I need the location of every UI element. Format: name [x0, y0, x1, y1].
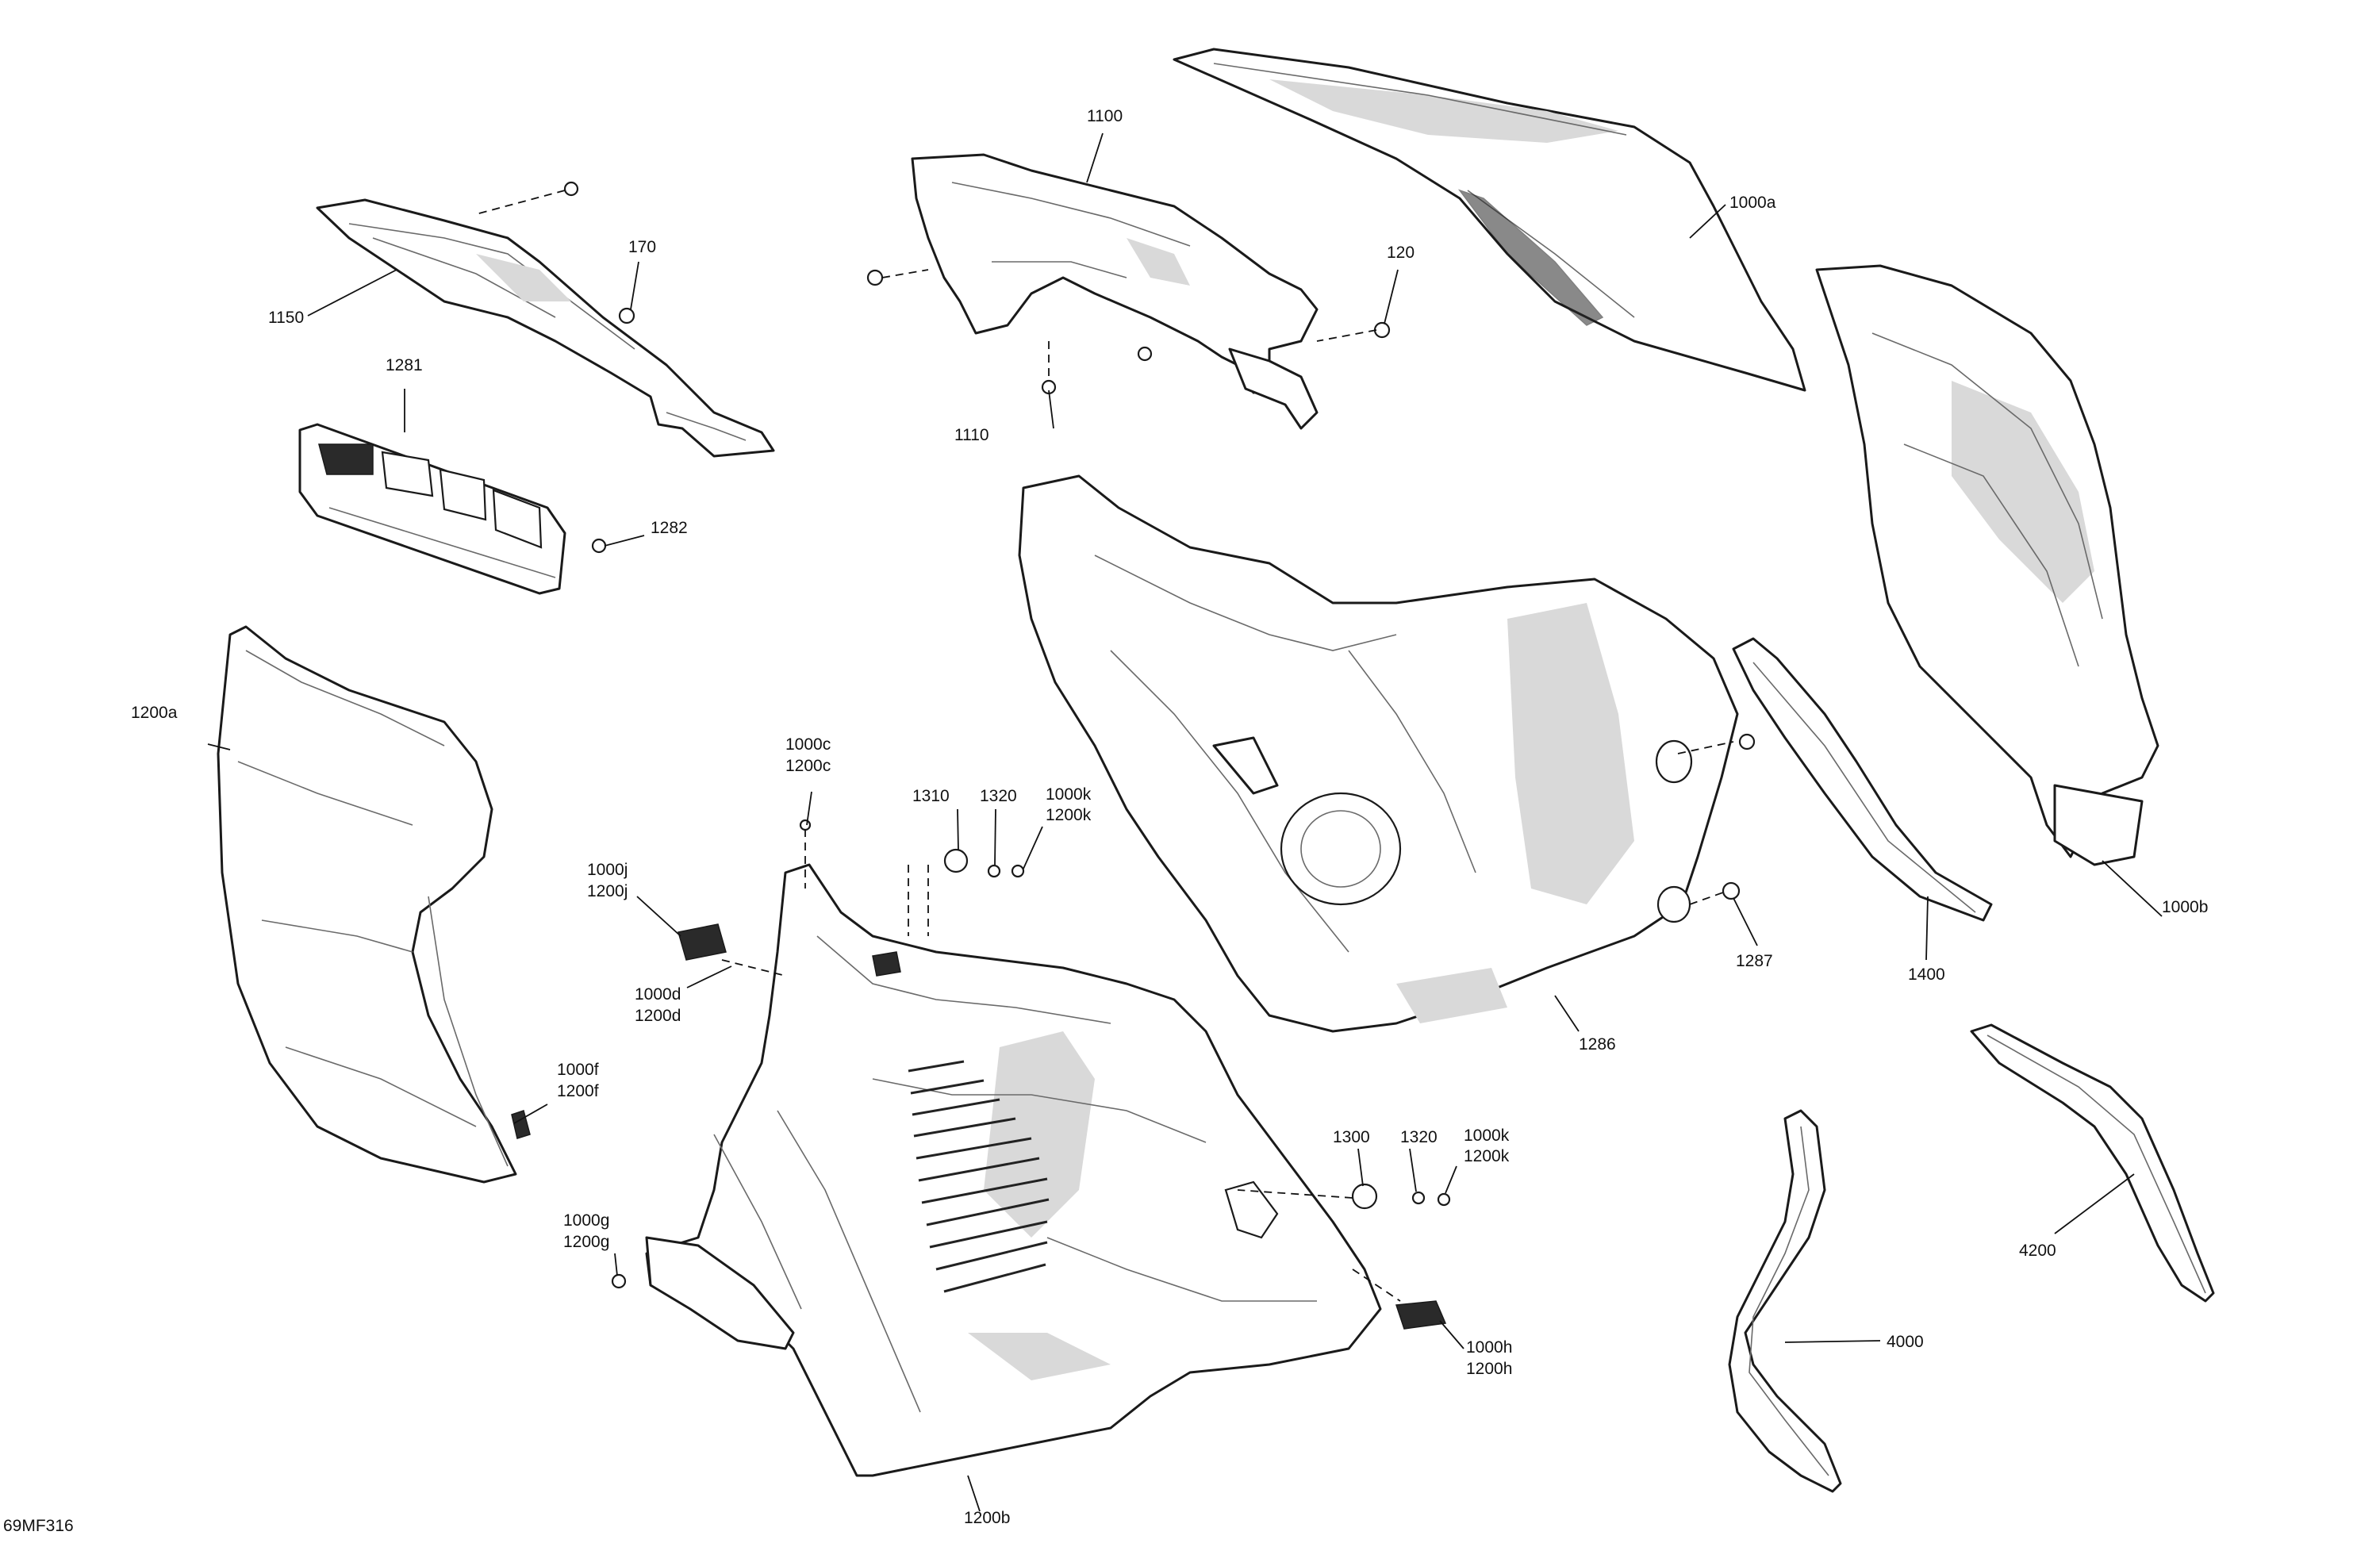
part-1000a-panel	[1173, 48, 1806, 392]
callout-1000c: 1000c	[785, 735, 831, 754]
callout-labels: 1100 1000a 170 120 1150 1281 1110 1282 1…	[131, 107, 2208, 1527]
callout-1200a: 1200a	[131, 704, 178, 722]
part-1150-bracket	[316, 198, 775, 458]
callout-1400: 1400	[1908, 965, 1945, 984]
callout-1200d: 1200d	[635, 1007, 681, 1025]
callout-120: 120	[1387, 244, 1415, 262]
callout-1200k-upper: 1200k	[1046, 806, 1092, 824]
callout-1000j: 1000j	[587, 861, 628, 879]
callout-1000g: 1000g	[563, 1211, 609, 1230]
leader-lines	[207, 132, 2163, 1512]
callout-1320-upper: 1320	[980, 787, 1017, 805]
callout-1200h: 1200h	[1466, 1360, 1512, 1378]
vent-slats	[908, 1060, 1050, 1293]
callout-170: 170	[628, 238, 656, 256]
callout-1200g: 1200g	[563, 1233, 609, 1251]
callout-1287: 1287	[1736, 952, 1773, 970]
callout-1000k-lower: 1000k	[1464, 1127, 1510, 1145]
callout-1200b: 1200b	[964, 1509, 1010, 1527]
callout-1000h: 1000h	[1466, 1338, 1512, 1357]
part-1281-grille	[298, 423, 566, 595]
callout-1000f: 1000f	[557, 1061, 599, 1079]
part-1000b-panel	[1815, 264, 2159, 866]
callout-1310: 1310	[912, 787, 950, 805]
part-1286-panel	[1018, 474, 1739, 1033]
callout-1000k-upper: 1000k	[1046, 785, 1092, 804]
callout-1000b: 1000b	[2162, 898, 2208, 916]
callout-1300: 1300	[1333, 1128, 1370, 1146]
drawing-reference: 69MF316	[3, 1517, 74, 1535]
callout-1282: 1282	[651, 519, 688, 537]
callout-1200k-lower: 1200k	[1464, 1147, 1510, 1165]
callout-1281: 1281	[386, 356, 423, 374]
callout-1200f: 1200f	[557, 1082, 599, 1100]
part-1400-strip	[1732, 637, 1993, 922]
callout-1320-lower: 1320	[1400, 1128, 1438, 1146]
callout-1286: 1286	[1579, 1035, 1616, 1054]
callout-4000: 4000	[1887, 1333, 1924, 1351]
callout-1000a: 1000a	[1729, 194, 1776, 212]
part-4200-bracket	[1970, 1023, 2215, 1303]
callout-1200c: 1200c	[785, 757, 831, 775]
callout-1000d: 1000d	[635, 985, 681, 1004]
part-4000-strip	[1728, 1109, 1842, 1493]
part-1100-bracket	[911, 153, 1319, 430]
callout-1150: 1150	[268, 309, 304, 327]
part-1200b-panel	[645, 863, 1382, 1477]
assembly-dashed-lines	[475, 190, 1734, 1302]
callout-1200j: 1200j	[587, 882, 628, 900]
callout-1110: 1110	[954, 426, 989, 444]
callout-1100: 1100	[1087, 107, 1123, 125]
part-1200a-panel	[217, 625, 517, 1184]
callout-4200: 4200	[2019, 1242, 2056, 1260]
